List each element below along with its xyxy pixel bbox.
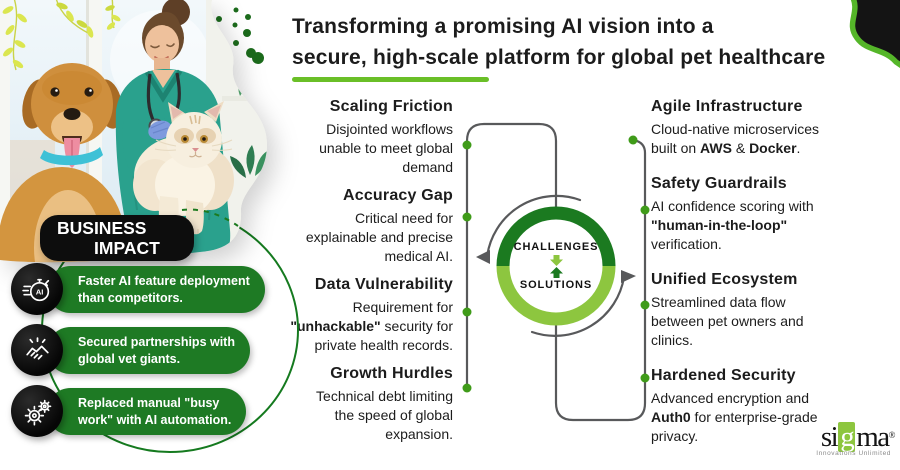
sigma-tagline: Innovations Unlimited <box>816 450 891 457</box>
center-arrows <box>496 255 616 279</box>
sigma-g-box: g <box>838 421 856 453</box>
solution-body: AI confidence scoring with"human-in-the-… <box>651 198 814 252</box>
up-arrow-icon <box>549 267 563 278</box>
dog-collar <box>40 147 103 166</box>
center-solutions-label: SOLUTIONS <box>519 279 593 291</box>
challenge-title: Accuracy Gap <box>342 187 453 204</box>
challenge-body: Requirement for"unhackable" security for… <box>290 299 453 353</box>
down-arrow-icon <box>549 255 563 266</box>
title-underline <box>292 77 489 82</box>
solution-title: Unified Ecosystem <box>651 271 798 288</box>
shelf-plant <box>238 80 255 96</box>
plant-illustration <box>230 145 268 178</box>
stopwatch-ai-icon: AI <box>11 263 63 315</box>
solution-title: Agile Infrastructure <box>651 98 803 115</box>
center-challenges-label: CHALLENGES <box>513 241 599 253</box>
solution-title: Hardened Security <box>651 367 796 384</box>
business-impact-line2: IMPACT <box>94 237 160 258</box>
right-arrowhead <box>621 270 636 283</box>
solution-title: Safety Guardrails <box>651 175 787 192</box>
gears-icon <box>11 385 63 437</box>
shelf <box>222 96 268 101</box>
title-line1: Transforming a promising AI vision into … <box>292 15 714 38</box>
solution-item: Safety Guardrails AI confidence scoring … <box>651 173 843 254</box>
challenge-title: Growth Hurdles <box>330 365 453 382</box>
solution-item: Hardened Security Advanced encryption an… <box>651 365 843 446</box>
hanging-leaves-decor <box>2 0 121 71</box>
registered-mark: ® <box>888 430 896 440</box>
business-impact-line1: BUSINESS <box>57 218 147 238</box>
svg-text:AI: AI <box>35 287 43 296</box>
title-line2: secure, high-scale platform for global p… <box>292 46 826 69</box>
corner-blob-decor <box>849 0 900 68</box>
handshake-icon <box>11 324 63 376</box>
challenge-title: Scaling Friction <box>329 98 453 115</box>
challenge-title: Data Vulnerability <box>314 276 453 293</box>
page-title: Transforming a promising AI vision into … <box>292 11 852 73</box>
business-impact-label: BUSINESS IMPACT <box>40 215 194 261</box>
solutions-column: Agile Infrastructure Cloud-native micros… <box>651 96 843 461</box>
blue-glove <box>148 120 172 140</box>
left-arrowhead <box>476 250 490 264</box>
solution-item: Agile Infrastructure Cloud-native micros… <box>651 96 843 158</box>
challenge-item: Data Vulnerability Requirement for"unhac… <box>279 274 453 355</box>
